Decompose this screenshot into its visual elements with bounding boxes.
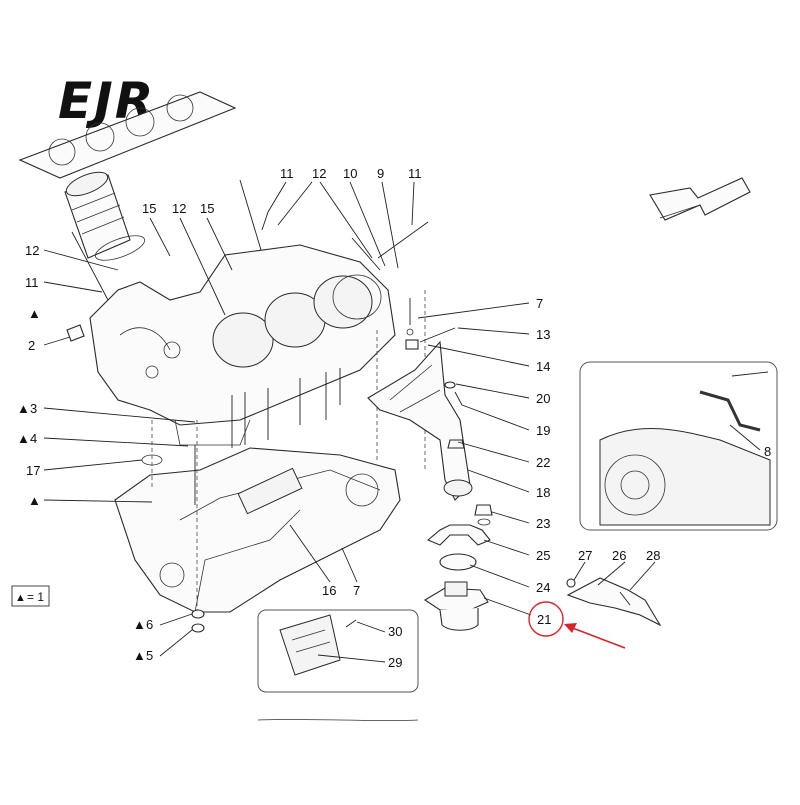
legend-triangle: ▲ <box>15 592 26 604</box>
triangle-marker: ▲ <box>28 306 41 321</box>
bracket-25 <box>426 524 491 546</box>
callout-26: 26 <box>612 548 626 563</box>
orientation-arrow <box>649 177 751 221</box>
callout-13: 13 <box>536 327 550 342</box>
callout-25: 25 <box>536 548 550 563</box>
main-bearing-bolts <box>231 368 341 448</box>
callout-15: 15 <box>142 201 156 216</box>
callout-5: 5 <box>146 648 153 663</box>
callout-29: 29 <box>388 655 402 670</box>
callout-27: 27 <box>578 548 592 563</box>
callout-14: 14 <box>536 359 550 374</box>
bolt-19-20 <box>444 381 463 406</box>
callout-3: 3 <box>30 401 37 416</box>
legend-box: ▲ = 1 <box>11 585 50 607</box>
callout-28: 28 <box>646 548 660 563</box>
callout-11: 11 <box>280 166 294 181</box>
callout-15: 15 <box>200 201 214 216</box>
detail-inset <box>257 609 419 693</box>
callout-21: 21 <box>537 612 551 627</box>
callout-7: 7 <box>353 583 360 598</box>
callout-12: 12 <box>172 201 186 216</box>
callout-8: 8 <box>764 444 771 459</box>
leader-lines <box>43 181 761 663</box>
callout-11: 11 <box>408 166 422 181</box>
engine-mount-bracket <box>367 340 473 501</box>
upper-engine-block <box>89 244 396 446</box>
callout-17: 17 <box>26 463 40 478</box>
callout-labels: 11 12 10 9 11 15 12 15 12 11 ▲ 2 ▲ 3 ▲ 4… <box>17 166 771 670</box>
cylinder-liner <box>64 171 146 261</box>
callout-22: 22 <box>536 455 550 470</box>
drain-plugs <box>191 609 205 633</box>
head-gasket <box>18 91 237 179</box>
callout-18: 18 <box>536 485 550 500</box>
baseline-stroke <box>257 719 419 721</box>
triangle-marker: ▲ <box>28 493 41 508</box>
callout-7: 7 <box>536 296 543 311</box>
callout-19: 19 <box>536 423 550 438</box>
lower-crankcase <box>114 445 401 613</box>
callout-9: 9 <box>377 166 384 181</box>
dowel-2 <box>66 324 85 342</box>
callout-4: 4 <box>30 431 37 446</box>
callout-12: 12 <box>312 166 326 181</box>
transmission-inset <box>579 361 778 531</box>
callout-2: 2 <box>28 338 35 353</box>
bolt-7-upper <box>406 298 414 336</box>
plate-24 <box>439 553 477 571</box>
nut-23 <box>474 504 493 526</box>
nut-22 <box>447 439 465 449</box>
triangle-marker: ▲ <box>133 617 146 632</box>
highlight-21 <box>528 601 626 649</box>
triangle-marker: ▲ <box>17 431 30 446</box>
callout-12: 12 <box>25 243 39 258</box>
callout-20: 20 <box>536 391 550 406</box>
bracket-26 <box>566 577 662 627</box>
callout-10: 10 <box>343 166 357 181</box>
callout-30: 30 <box>388 624 402 639</box>
bolt-13 <box>405 327 456 350</box>
callout-16: 16 <box>322 583 336 598</box>
callout-24: 24 <box>536 580 550 595</box>
legend-text: = 1 <box>27 590 44 604</box>
callout-11: 11 <box>25 275 39 290</box>
engine-mount-21 <box>423 581 489 631</box>
triangle-marker: ▲ <box>133 648 146 663</box>
callout-23: 23 <box>536 516 550 531</box>
triangle-marker: ▲ <box>17 401 30 416</box>
callout-6: 6 <box>146 617 153 632</box>
